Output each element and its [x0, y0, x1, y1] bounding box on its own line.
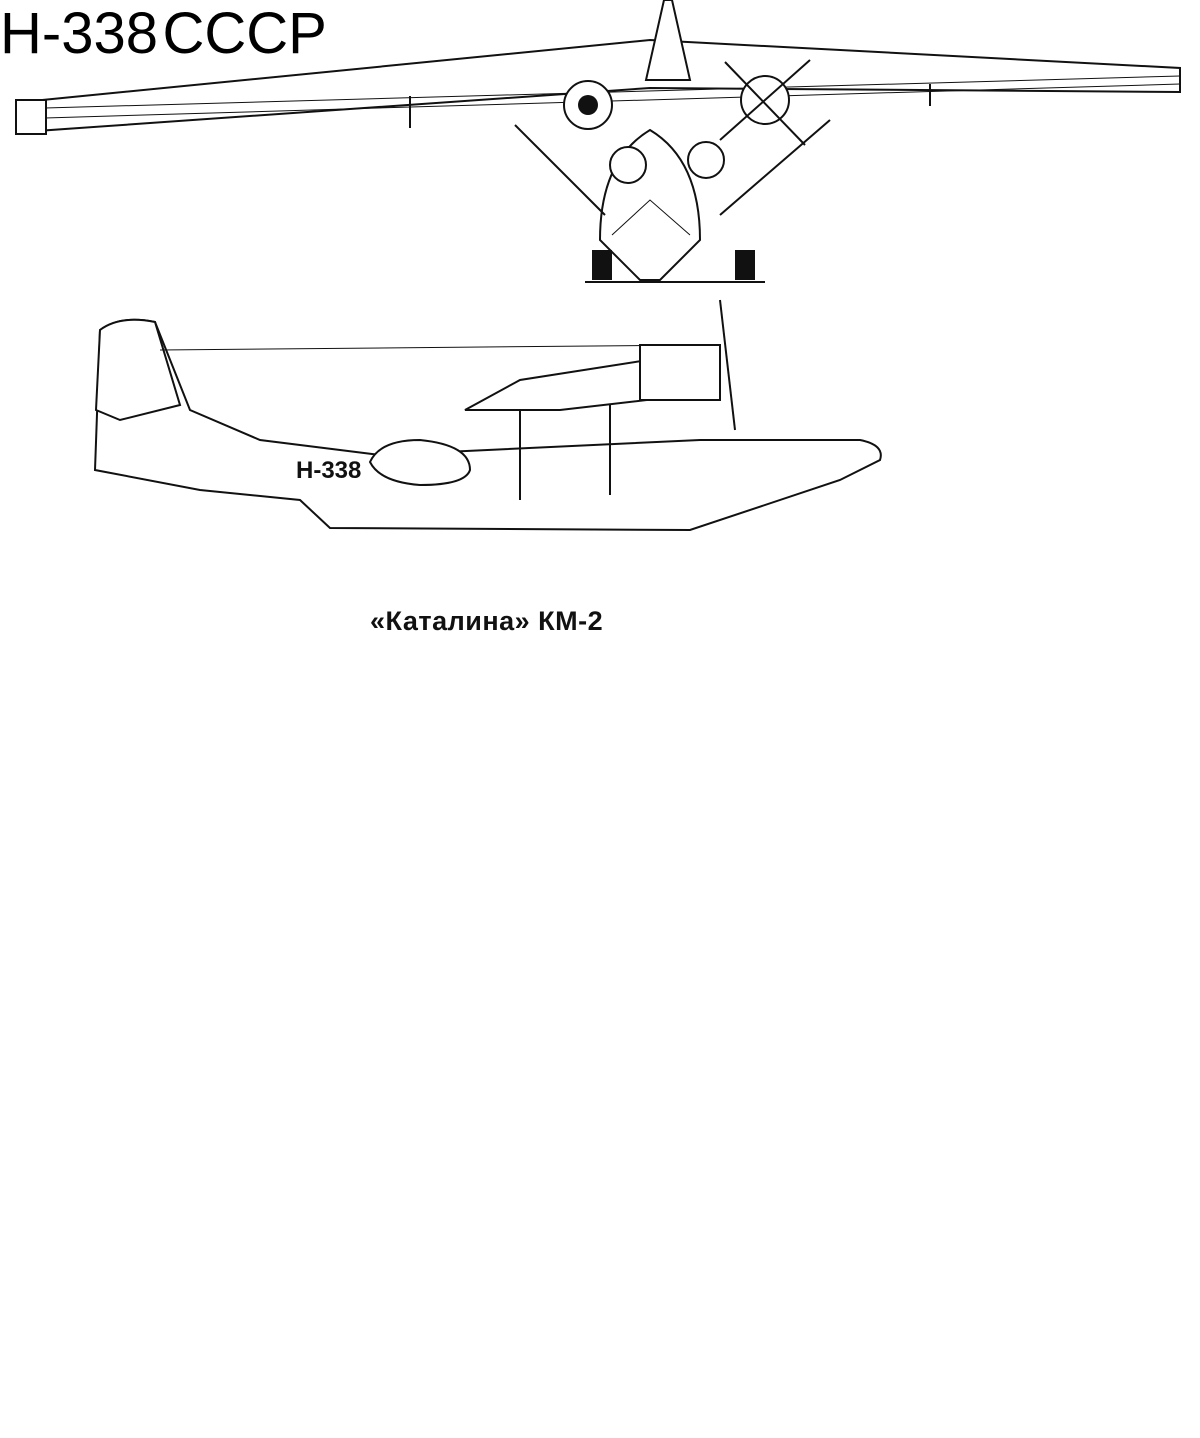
propeller-icon — [719, 59, 811, 146]
plan-view: Н-338 СССР — [0, 1, 327, 66]
side-tail-fin — [94, 318, 182, 422]
front-view — [15, 0, 1181, 283]
drawing-title: «Каталина» КМ-2 — [370, 606, 604, 636]
side-hull — [93, 318, 882, 532]
plan-hull: Н-338 СССР — [0, 1, 327, 66]
front-tail-fin — [644, 0, 692, 81]
plan-left-engine: Н-338 СССР — [0, 1, 327, 66]
side-registration: Н-338 — [296, 457, 361, 484]
side-engine — [639, 344, 721, 401]
wingtip-float — [15, 99, 47, 135]
plan-right-engine: Н-338 СССР — [0, 1, 327, 66]
plan-wing: Н-338 СССР — [0, 1, 327, 66]
side-propeller — [719, 299, 736, 431]
wing-registration: Н-338 — [0, 1, 158, 66]
side-view: Н-338 — [93, 299, 882, 532]
side-blister — [368, 438, 472, 487]
wing-national-marking: СССР — [162, 1, 327, 66]
plan-blister: Н-338 СССР — [0, 1, 327, 66]
plan-tailplane: Н-338 СССР — [0, 1, 327, 66]
